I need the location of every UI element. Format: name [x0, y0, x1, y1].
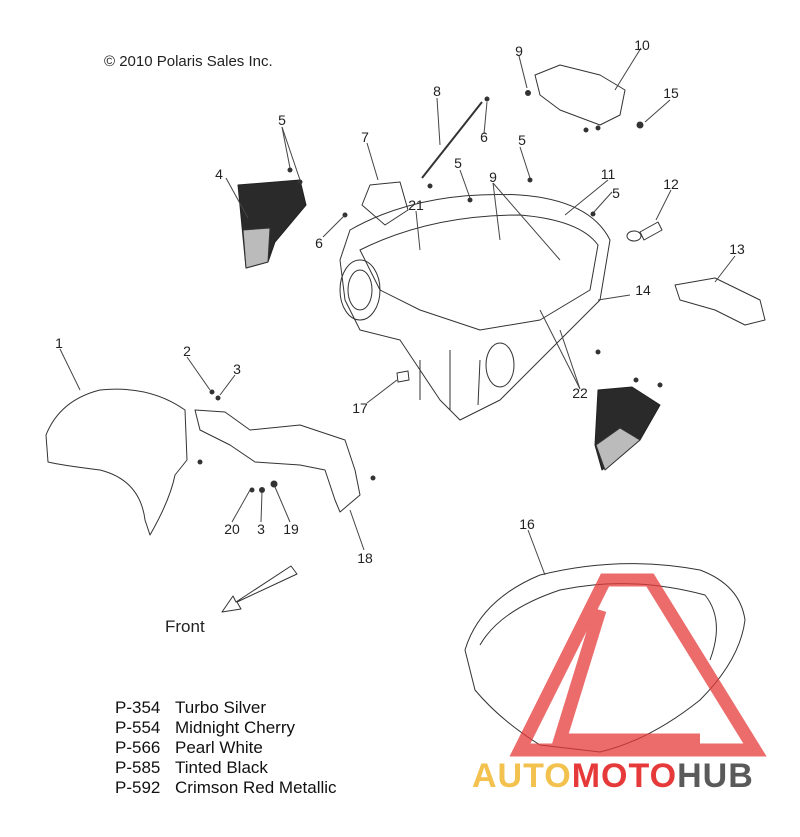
legend-name: Crimson Red Metallic [175, 778, 337, 797]
callout-22: 22 [572, 385, 588, 401]
callout-3: 3 [233, 361, 241, 377]
callout-12: 12 [663, 176, 679, 192]
callout-17: 17 [352, 400, 368, 416]
watermark-hub: HUB [677, 757, 754, 795]
front-direction-label: Front [165, 617, 205, 636]
callout-20: 20 [224, 521, 240, 537]
legend-code: P-354 [115, 698, 161, 717]
legend-name: Tinted Black [175, 758, 268, 777]
part-10-panel [534, 64, 626, 126]
legend-name: Midnight Cherry [175, 718, 295, 737]
callout-18: 18 [357, 550, 373, 566]
legend-row: P-554 Midnight Cherry [115, 718, 337, 738]
callout-5: 5 [612, 185, 620, 201]
legend-row: P-585 Tinted Black [115, 758, 337, 778]
part-12-fitting [626, 221, 663, 242]
part-22-speaker-grille [594, 386, 661, 471]
watermark-text: AUTOMOTOHUB [472, 757, 754, 796]
legend-row: P-354 Turbo Silver [115, 698, 337, 718]
legend-row: P-592 Crimson Red Metallic [115, 778, 337, 798]
callout-5: 5 [518, 132, 526, 148]
callout-13: 13 [729, 241, 745, 257]
front-arrow [221, 565, 298, 613]
callout-3: 3 [257, 521, 265, 537]
part-4-speaker-grille [237, 179, 307, 269]
legend-code: P-585 [115, 758, 161, 777]
legend-name: Pearl White [175, 738, 263, 757]
callout-21: 21 [408, 197, 424, 213]
callout-11: 11 [600, 166, 616, 182]
watermark-auto: AUTO [472, 757, 572, 795]
callout-7: 7 [361, 129, 369, 145]
callout-19: 19 [283, 521, 299, 537]
callout-8: 8 [433, 83, 441, 99]
legend-code: P-554 [115, 718, 161, 737]
callout-9: 9 [515, 43, 523, 59]
callout-1: 1 [55, 335, 63, 351]
callout-6: 6 [315, 235, 323, 251]
callout-6: 6 [480, 129, 488, 145]
legend-code: P-592 [115, 778, 161, 797]
callout-2: 2 [183, 343, 191, 359]
part-17-clip [396, 370, 410, 383]
part-14-fairing-housing [339, 193, 611, 421]
watermark-moto: MOTO [571, 757, 678, 795]
legend-name: Turbo Silver [175, 698, 267, 717]
part-18-bracket [194, 409, 361, 513]
hardware-fasteners [197, 90, 663, 493]
callout-16: 16 [519, 516, 535, 532]
part-7-bracket [361, 181, 409, 226]
callout-5: 5 [454, 155, 462, 171]
part-1-fairing-panel [45, 388, 188, 536]
copyright-text: © 2010 Polaris Sales Inc. [104, 53, 273, 70]
callout-5: 5 [278, 112, 286, 128]
color-code-legend: P-354 Turbo Silver P-554 Midnight Cherry… [115, 698, 337, 798]
watermark-logo [509, 573, 767, 757]
part-8-rod [421, 101, 483, 179]
callout-9: 9 [489, 169, 497, 185]
leader-lines [59, 47, 736, 576]
legend-row: P-566 Pearl White [115, 738, 337, 758]
callout-10: 10 [634, 37, 650, 53]
callout-14: 14 [635, 282, 651, 298]
callout-15: 15 [663, 85, 679, 101]
part-13-plate [674, 277, 766, 326]
callout-4: 4 [215, 166, 223, 182]
legend-code: P-566 [115, 738, 161, 757]
